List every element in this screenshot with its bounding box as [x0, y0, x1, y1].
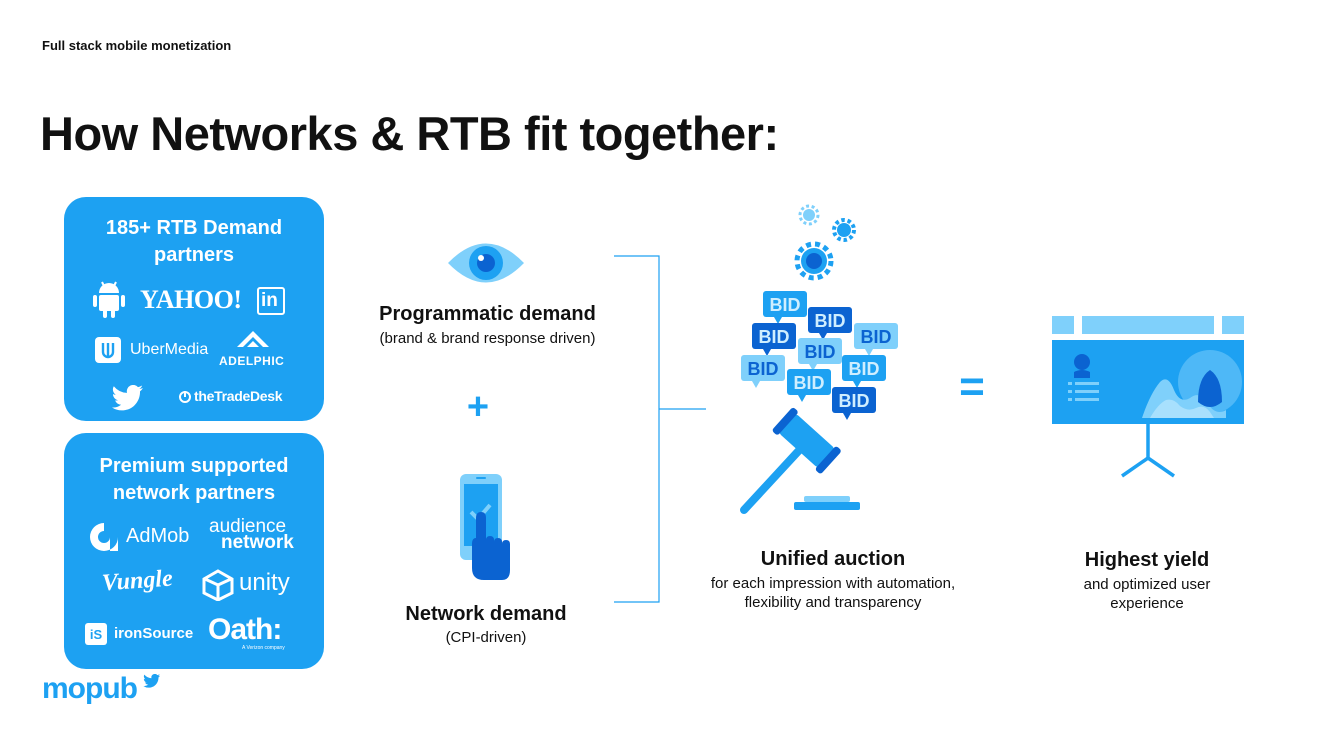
audience-label: audience	[209, 516, 287, 537]
bid-bubble: BID	[752, 323, 796, 356]
unified-auction-subtitle: for each impression with automation, fle…	[680, 574, 986, 612]
svg-text:BID: BID	[759, 327, 790, 347]
eyebrow-text: Full stack mobile monetization	[42, 38, 232, 53]
unified-auction-title: Unified auction	[760, 548, 906, 570]
audience-network-logo: audience network	[209, 516, 294, 553]
rtb-partners-panel: 185+ RTB Demand partners YAHOO! in UberM…	[64, 197, 324, 421]
unified-auction-subtitle-line1: for each impression with automation,	[710, 575, 956, 592]
linkedin-label: in	[261, 290, 278, 311]
programmatic-demand-title: Programmatic demand	[379, 303, 596, 325]
ironsource-logo: ironSource	[114, 625, 194, 642]
oath-tagline: A Verizon company	[242, 645, 285, 651]
svg-text:BID: BID	[815, 311, 846, 331]
bid-bubble: BID	[741, 355, 785, 388]
bid-bubble: BID	[763, 291, 807, 324]
page-title: How Networks & RTB fit together:	[40, 107, 779, 160]
bid-bubble: BID	[787, 369, 831, 402]
bid-bubble: BID	[832, 387, 876, 420]
vungle-logo: Vungle	[101, 565, 174, 597]
ironsource-icon: iS	[85, 623, 107, 645]
unified-auction-subtitle-line2: flexibility and transparency	[744, 594, 922, 611]
network-panel-title: Premium supported network partners	[99, 455, 289, 504]
highest-yield-subtitle-line2: experience	[1110, 595, 1184, 612]
gear-icon	[794, 241, 834, 281]
svg-text:BID: BID	[770, 295, 801, 315]
svg-text:BID: BID	[849, 359, 880, 379]
equals-sign: =	[959, 362, 985, 411]
tradedesk-icon	[179, 391, 191, 403]
auction-illustration: BID BID BID BID BID BID BID BID BID	[740, 204, 898, 514]
phone-tap-icon	[460, 474, 510, 580]
gavel-icon	[740, 407, 860, 514]
mopub-bird-icon	[143, 674, 161, 688]
twitter-icon	[112, 385, 143, 411]
mopub-logo: mopub	[42, 672, 138, 705]
adelphic-icon	[237, 331, 269, 347]
svg-text:BID: BID	[805, 342, 836, 362]
adelphic-logo: ADELPHIC	[219, 354, 285, 368]
programmatic-demand-label: Programmatic demand (brand & brand respo…	[340, 303, 635, 347]
tradedesk-logo: theTradeDesk	[194, 388, 283, 404]
network-demand-subtitle: (CPI-driven)	[445, 629, 527, 646]
bid-bubble: BID	[842, 355, 886, 388]
plus-sign: +	[466, 386, 490, 428]
highest-yield-subtitle: and optimized user experience	[1040, 575, 1254, 613]
svg-text:BID: BID	[839, 391, 870, 411]
unity-icon	[202, 569, 234, 601]
svg-text:BID: BID	[861, 327, 892, 347]
svg-text:BID: BID	[748, 359, 779, 379]
ubermedia-icon	[95, 337, 121, 363]
admob-icon	[90, 523, 118, 551]
unity-logo: unity	[239, 569, 290, 596]
svg-text:iS: iS	[90, 627, 103, 642]
network-label: network	[221, 532, 294, 553]
admob-logo: AdMob	[126, 525, 190, 547]
network-partners-panel: Premium supported network partners AdMob…	[64, 433, 324, 669]
presentation-board-icon	[1052, 316, 1244, 478]
network-demand-title: Network demand	[405, 603, 567, 625]
android-icon	[93, 281, 125, 318]
eye-icon	[448, 243, 524, 283]
svg-text:BID: BID	[794, 373, 825, 393]
highest-yield-subtitle-line1: and optimized user	[1083, 576, 1211, 593]
oath-logo: Oath:	[208, 613, 282, 646]
bid-bubble: BID	[808, 307, 852, 340]
bid-bubble: BID	[854, 323, 898, 356]
linkedin-logo: in	[257, 287, 285, 315]
unified-auction-label: Unified auction for each impression with…	[680, 548, 986, 612]
programmatic-demand-subtitle: (brand & brand response driven)	[379, 330, 596, 347]
gear-icon	[832, 218, 856, 242]
highest-yield-title: Highest yield	[1084, 549, 1210, 571]
network-demand-label: Network demand (CPI-driven)	[380, 603, 592, 646]
bid-bubble: BID	[798, 338, 842, 371]
yahoo-logo: YAHOO!	[140, 285, 242, 314]
ubermedia-logo: UberMedia	[130, 341, 209, 358]
bracket-connector	[614, 255, 706, 603]
highest-yield-label: Highest yield and optimized user experie…	[1040, 549, 1254, 613]
rtb-panel-title: 185+ RTB Demand partners	[105, 217, 283, 266]
gear-icon	[798, 204, 820, 226]
